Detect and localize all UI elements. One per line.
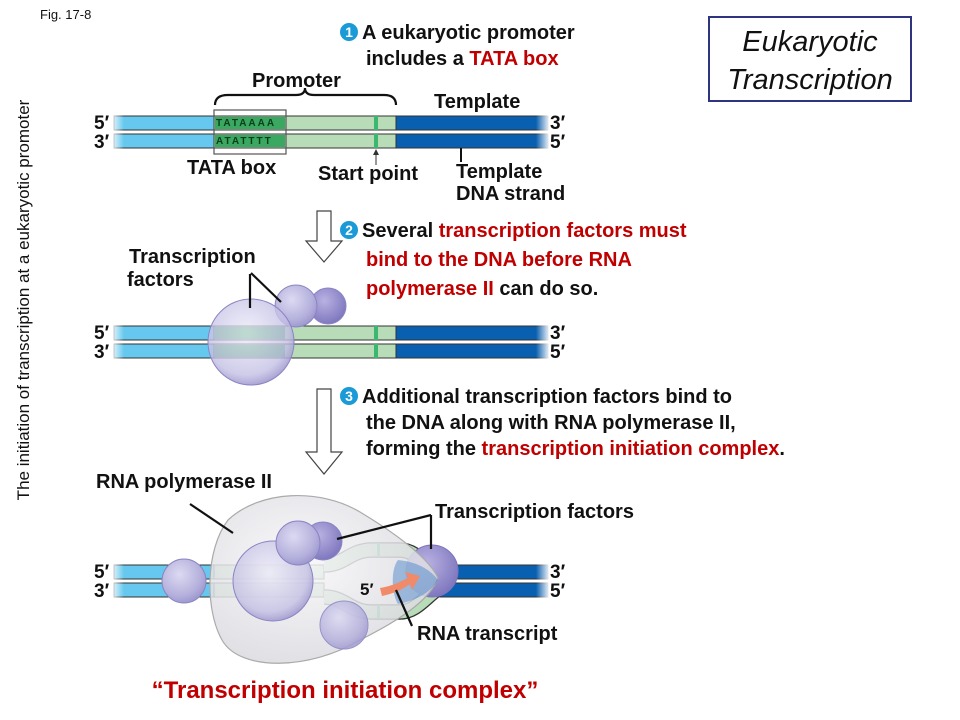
panel-3-proteins [161, 494, 459, 664]
dna-top-dark-blue [395, 115, 549, 131]
panel-2-proteins [207, 272, 347, 386]
rna-5prime-label: 5′ [360, 580, 374, 599]
tata-top-sequence: TATAAAA [216, 118, 277, 129]
dna-top-light-blue [113, 115, 215, 131]
tf-label-line-1: Transcription [129, 246, 256, 268]
p1-right-bottom-end: 5′ [550, 132, 566, 153]
promoter-brace [213, 87, 398, 106]
p3-left-bottom-end: 3′ [94, 581, 110, 602]
tata-top-region [215, 117, 285, 129]
tf-pointer-line-1 [336, 513, 432, 541]
figure-label: Fig. 17-8 [40, 7, 92, 22]
rna-transcript-label: RNA transcript [417, 623, 558, 645]
p1-right-top-end: 3′ [550, 113, 566, 134]
title-box: Eukaryotic Transcription [708, 16, 912, 102]
p2-right-top-end: 3′ [550, 323, 566, 344]
panel-2-dna [110, 324, 550, 360]
start-mark-top [374, 116, 378, 130]
template-strand-label-1: Template [456, 161, 543, 183]
p3-right-top-end: 3′ [550, 562, 566, 583]
step-arrow-2 [304, 388, 344, 475]
tf-inner [275, 520, 321, 566]
tata-bottom-sequence: ATATTTT [216, 136, 273, 147]
p1-left-top-end: 5′ [94, 113, 110, 134]
p3-left-top-end: 5′ [94, 562, 110, 583]
tata-box-outline [213, 109, 287, 155]
step-3-badge: 3 [340, 387, 358, 405]
title-line-1: Eukaryotic [742, 26, 878, 58]
promoter-label: Promoter [252, 70, 341, 92]
rna-pol-pointer-line [189, 503, 234, 534]
tf-left [161, 558, 207, 604]
rna-pol-label: RNA polymerase II [96, 471, 272, 493]
tata-box-label: TATA box [187, 157, 277, 179]
p2-left-top-end: 5′ [94, 323, 110, 344]
step-2-badge: 2 [340, 221, 358, 239]
step-1-badge: 1 [340, 23, 358, 41]
dna-bottom-light-blue [113, 133, 215, 149]
p2-left-bottom-end: 3′ [94, 342, 110, 363]
title-line-2: Transcription [727, 64, 893, 96]
p2-right-bottom-end: 5′ [550, 342, 566, 363]
tata-box-highlight: TATA box [469, 48, 559, 70]
tf-lower [319, 600, 369, 650]
start-mark-bottom [374, 134, 378, 148]
panel-1-dna [110, 87, 550, 165]
p1-left-bottom-end: 3′ [94, 132, 110, 153]
step-arrow-1 [304, 210, 344, 263]
template-strand-label-2: DNA strand [456, 183, 566, 205]
tf-pointer-line-2 [250, 272, 282, 303]
bottom-caption: “Transcription initiation complex” [151, 677, 539, 704]
rna-transcript-pointer-line [394, 589, 414, 627]
start-point-label: Start point [318, 163, 418, 185]
tata-bottom-region [215, 135, 285, 147]
tf-label: Transcription factors [435, 501, 634, 523]
dna-bottom-dark-blue [395, 133, 549, 149]
tfiid-large [207, 298, 295, 386]
p3-right-bottom-end: 5′ [550, 581, 566, 602]
tf-label-line-2: factors [127, 269, 194, 291]
rna-transcript-arrow [380, 572, 420, 596]
template-label: Template [434, 91, 521, 113]
